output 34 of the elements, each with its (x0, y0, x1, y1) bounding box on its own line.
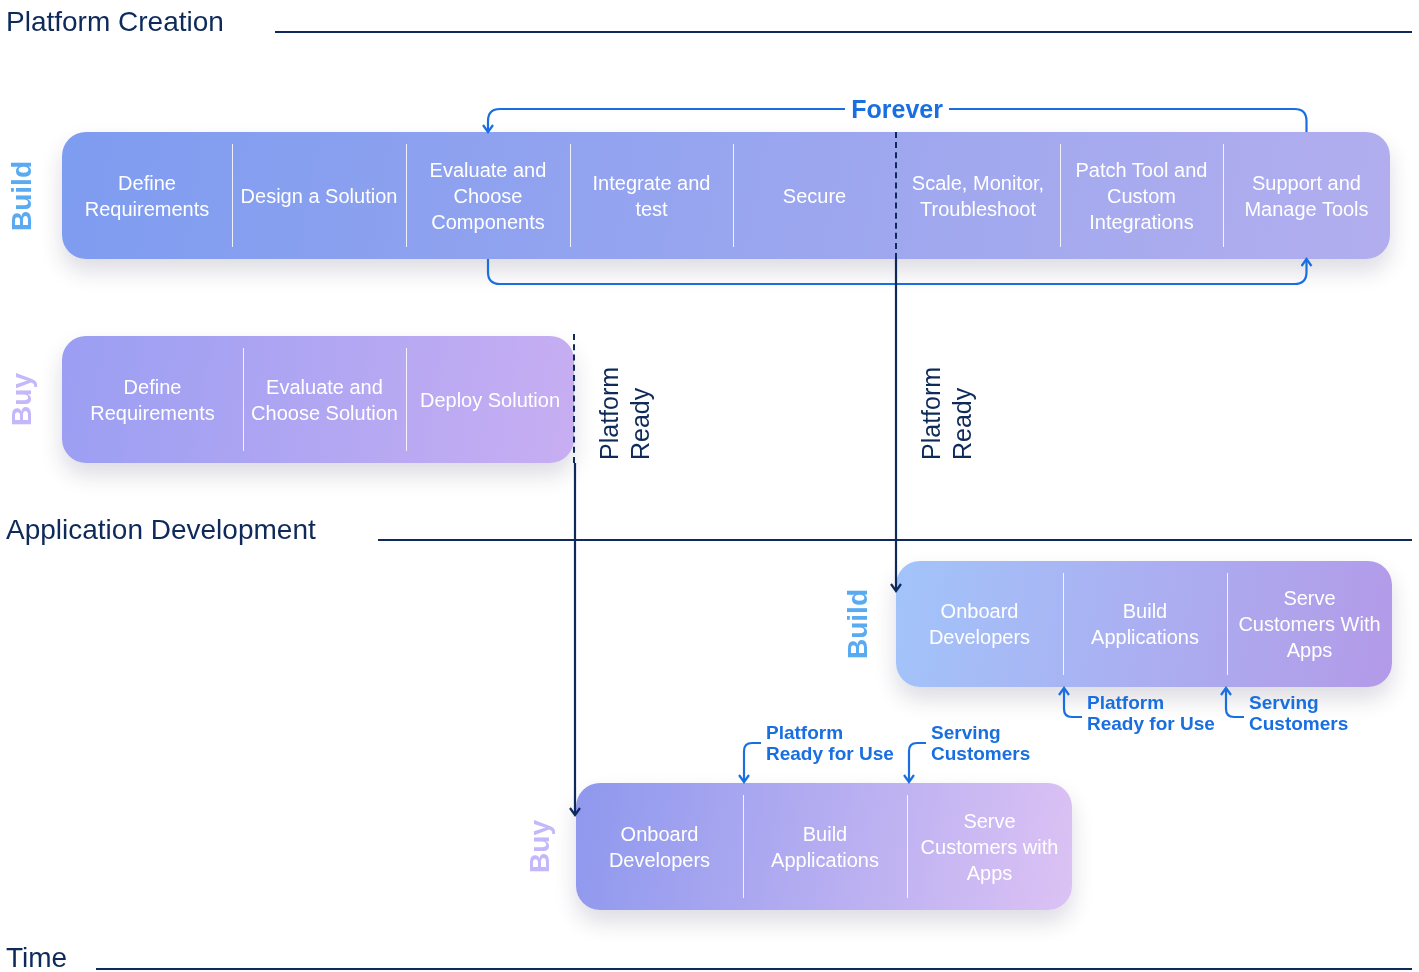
step-cell: Define Requirements (62, 132, 232, 259)
step-cell: Build Applications (1063, 561, 1227, 687)
step-cell: Scale, Monitor, Troubleshoot (896, 132, 1060, 259)
step-cell: Define Requirements (62, 336, 243, 463)
step-cell: Design a Solution (232, 132, 406, 259)
lane-label: Buy (6, 373, 38, 426)
connector-arrow (486, 257, 1313, 286)
connector-arrow (889, 259, 903, 593)
lane-label: Build (842, 589, 874, 659)
section-heading: Platform Creation (6, 6, 224, 38)
step-cell: Evaluate and Choose Components (406, 132, 570, 259)
step-cell: Onboard Developers (576, 783, 743, 910)
annotation-text: Platform Ready for Use (1087, 692, 1222, 734)
annotation-text: Serving Customers (931, 722, 1046, 764)
step-cell: Evaluate and Choose Solution (243, 336, 406, 463)
step-cell: Support and Manage Tools (1223, 132, 1390, 259)
step-cell: Deploy Solution (406, 336, 574, 463)
step-cell: Secure (733, 132, 896, 259)
step-cell: Onboard Developers (896, 561, 1063, 687)
lane-label: Buy (524, 820, 556, 873)
edge-label: Platform Ready (916, 365, 977, 460)
edge-label: Platform Ready (594, 365, 655, 460)
step-cell: Serve Customers with Apps (907, 783, 1072, 910)
step-cell: Integrate and test (570, 132, 733, 259)
step-cell: Patch Tool and Custom Integrations (1060, 132, 1223, 259)
section-heading: Time (6, 942, 68, 972)
lane-label: Build (6, 160, 38, 231)
connector-arrow (568, 463, 582, 817)
step-cell: Serve Customers With Apps (1227, 561, 1392, 687)
connector-arrow (481, 107, 1308, 134)
annotation-text: Platform Ready for Use (766, 722, 901, 764)
section-heading: Application Development (6, 514, 316, 546)
step-cell: Build Applications (743, 783, 907, 910)
annotation-text: Serving Customers (1249, 692, 1364, 734)
